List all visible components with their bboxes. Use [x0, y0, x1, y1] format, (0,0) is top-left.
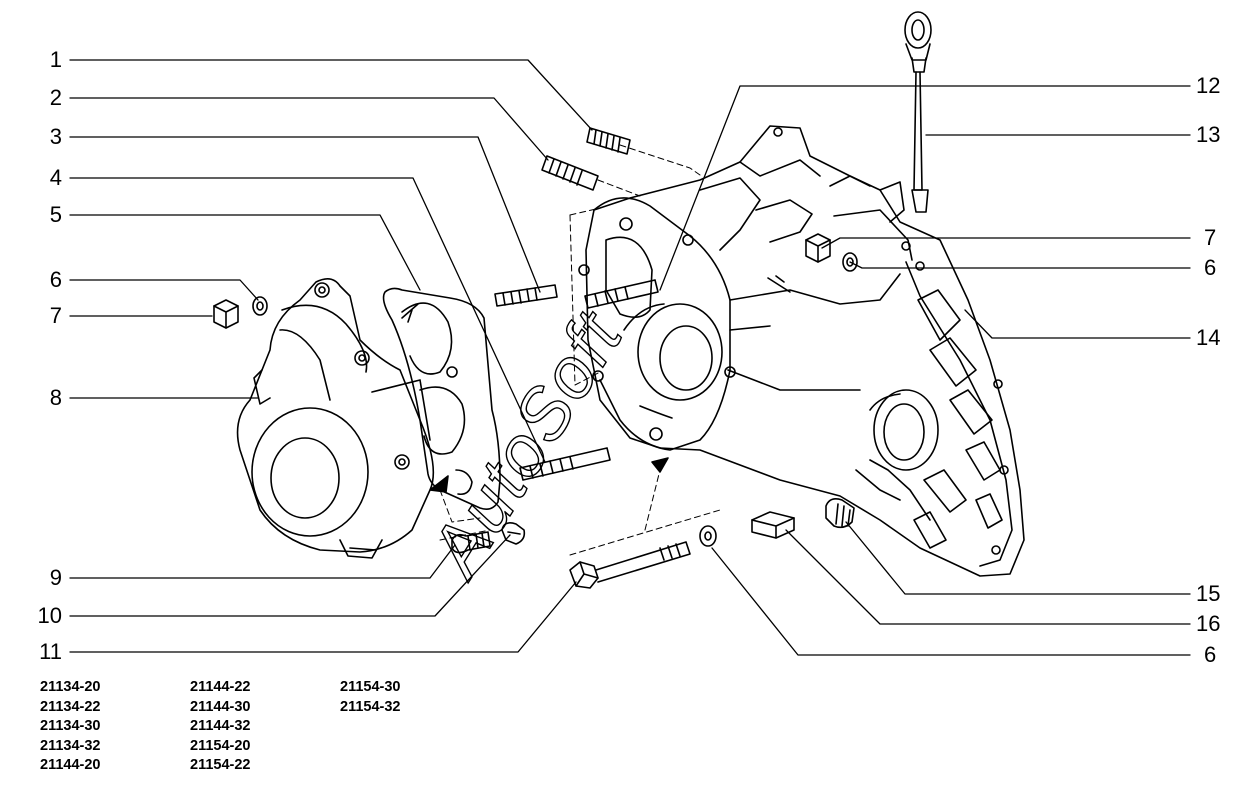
watermark-text: AutoSoft	[414, 297, 639, 591]
model-code: 21154-32	[340, 698, 401, 715]
callout-6: 6	[49, 267, 62, 292]
housing-14	[578, 125, 1025, 577]
watermark: AutoSoft	[413, 297, 640, 593]
callout-7-right: 7	[1204, 225, 1217, 250]
washer-6-right	[842, 252, 858, 272]
model-code: 21134-22	[40, 698, 101, 715]
callout-8: 8	[49, 385, 62, 410]
gasket-5	[382, 287, 501, 510]
callout-4: 4	[49, 165, 62, 190]
callout-15: 15	[1196, 581, 1221, 606]
nut-7-right	[805, 233, 831, 263]
callout-10: 10	[37, 603, 62, 628]
model-code: 21154-20	[190, 737, 251, 754]
washer-6-lower	[699, 525, 717, 547]
stud-1	[586, 127, 631, 155]
callout-5: 5	[49, 202, 62, 227]
callout-2: 2	[49, 85, 62, 110]
leader-lines-right	[659, 85, 1191, 656]
model-code: 21154-30	[340, 679, 401, 695]
callout-13: 13	[1196, 122, 1221, 147]
stud-12	[584, 279, 659, 309]
cover-8	[236, 278, 435, 559]
model-code: 21134-20	[40, 679, 101, 695]
clip-10	[501, 522, 526, 545]
model-code: 21144-32	[190, 718, 251, 734]
callout-6-right: 6	[1204, 255, 1217, 280]
stud-2	[541, 155, 599, 191]
callout-3: 3	[49, 124, 62, 149]
model-column-1: 21134-20 21134-22 21134-30 21134-32 2114…	[40, 678, 190, 776]
model-code: 21144-30	[190, 698, 251, 715]
callout-9: 9	[49, 565, 62, 590]
plug-15	[825, 498, 855, 529]
bolt-11	[569, 541, 691, 589]
washer-6-left	[252, 296, 268, 316]
model-column-2: 21144-22 21144-30 21144-32 21154-20 2115…	[190, 678, 340, 776]
callout-14: 14	[1196, 325, 1221, 350]
model-column-3: 21154-30 21154-32	[340, 678, 490, 776]
model-code: 21144-22	[190, 679, 251, 695]
model-code-list: 21134-20 21134-22 21134-30 21134-32 2114…	[40, 678, 490, 776]
bolt-9	[451, 531, 491, 554]
dipstick-13	[904, 11, 932, 213]
magnet-16	[751, 511, 795, 539]
callout-12: 12	[1196, 73, 1221, 98]
stud-3	[494, 284, 558, 307]
model-code: 21134-30	[40, 718, 101, 734]
assembly-arrows	[429, 457, 669, 493]
callout-16: 16	[1196, 611, 1221, 636]
leader-lines-left	[69, 59, 593, 653]
model-code: 21144-20	[40, 757, 101, 773]
stud-4	[519, 447, 611, 481]
nut-7-left	[213, 299, 239, 329]
callout-11: 11	[39, 639, 62, 664]
callout-1: 1	[49, 47, 62, 72]
callout-6-lower: 6	[1204, 642, 1217, 667]
callout-7: 7	[49, 303, 62, 328]
model-code: 21134-32	[40, 737, 101, 754]
model-code: 21154-22	[190, 757, 251, 773]
